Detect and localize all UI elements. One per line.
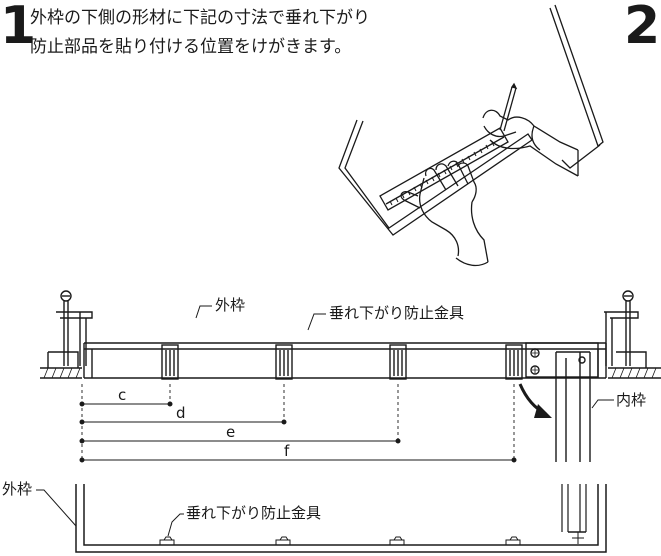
step-instruction: 外枠の下側の形材に下記の寸法で垂れ下がり 防止部品を貼り付ける位置をけがきます。 (30, 4, 370, 62)
floor-left (40, 367, 82, 379)
label-outer-frame-bottom: 外枠 (2, 480, 32, 498)
dimension-c: c (118, 386, 126, 404)
sag-bracket-1 (161, 344, 179, 380)
left-anchor-bolt (47, 290, 93, 368)
marking-illustration (338, 4, 604, 267)
label-inner-frame: 内枠 (616, 391, 646, 409)
instruction-line-2: 防止部品を貼り付ける位置をけがきます。 (30, 37, 352, 57)
pencil-hand (482, 82, 579, 177)
dimension-e: e (226, 423, 235, 441)
dimension-f: f (284, 442, 290, 460)
inner-frame-bar (555, 351, 591, 462)
swing-arrow-icon (518, 383, 552, 418)
right-anchor-bolt (604, 290, 647, 368)
step-number-1: 1 (0, 0, 37, 56)
step-number-2: 2 (624, 0, 661, 56)
hinge-plate (525, 342, 599, 378)
sag-bracket-3 (389, 344, 407, 380)
instruction-line-1: 外枠の下側の形材に下記の寸法で垂れ下がり (30, 8, 370, 28)
sag-bracket-4 (505, 344, 523, 380)
frame-section-view (40, 290, 661, 463)
ruler (379, 127, 509, 211)
floor-right (608, 367, 661, 379)
dimension-d: d (176, 404, 186, 422)
frame-plan-view (36, 484, 607, 553)
dimension-lines (79, 401, 517, 463)
sag-bracket-2 (275, 344, 293, 380)
label-outer-frame-top: 外枠 (215, 296, 245, 314)
holding-hand (400, 160, 489, 267)
label-sag-bracket-bottom: 垂れ下がり防止金具 (186, 504, 321, 522)
label-sag-bracket-top: 垂れ下がり防止金具 (329, 304, 464, 322)
